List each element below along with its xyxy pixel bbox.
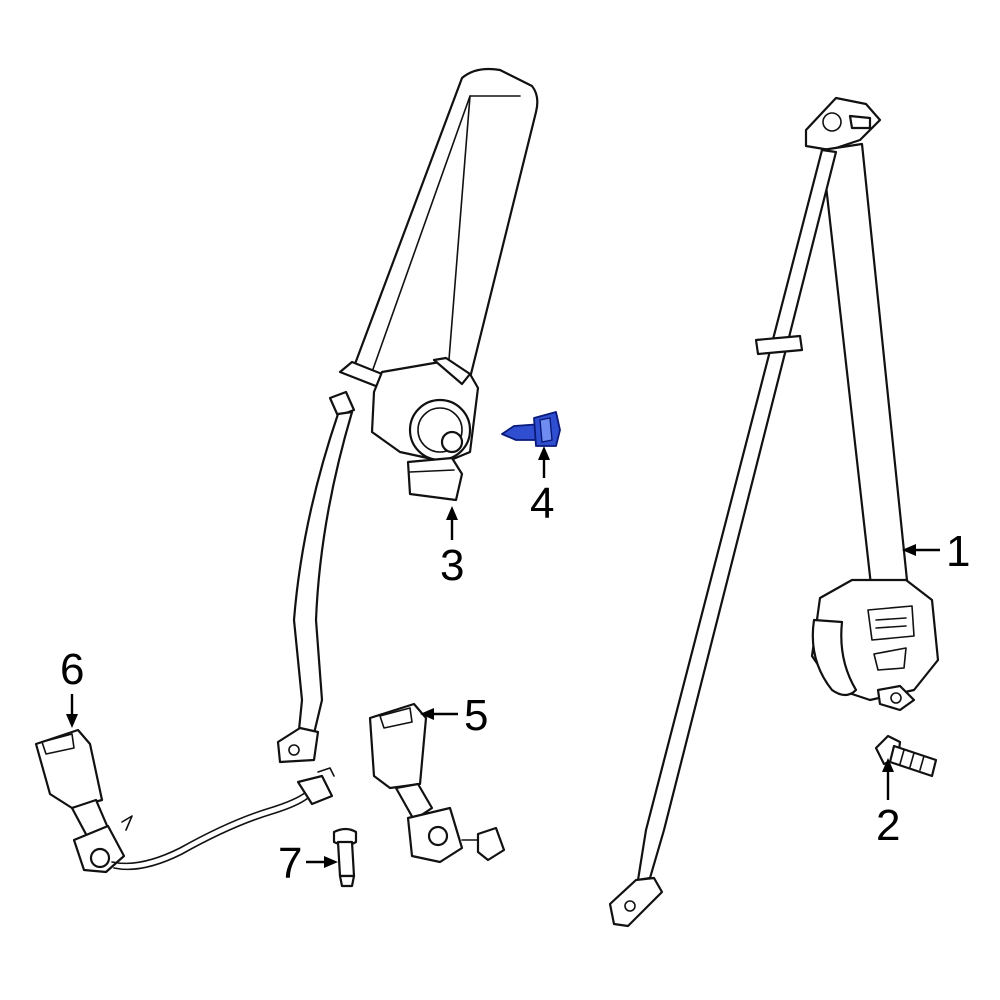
callout-6: 6: [60, 645, 84, 728]
callout-7: 7: [278, 839, 338, 888]
callout-5: 5: [420, 691, 488, 740]
callout-6-label: 6: [60, 645, 84, 694]
part-5-center-buckle[interactable]: [368, 702, 506, 864]
callout-1-label: 1: [946, 527, 970, 576]
callout-2: 2: [876, 758, 900, 850]
callout-2-label: 2: [876, 801, 900, 850]
callout-4: 4: [530, 446, 554, 528]
callout-4-label: 4: [530, 479, 554, 528]
part-4-bolt-highlighted[interactable]: [501, 411, 561, 447]
callout-1: 1: [902, 527, 970, 576]
part-2-retractor-bolt[interactable]: [874, 734, 938, 778]
part-3-center-belt-assembly[interactable]: [276, 67, 539, 764]
part-6-buckle-with-wire[interactable]: [34, 728, 335, 874]
callout-3-label: 3: [440, 541, 464, 590]
callout-7-label: 7: [278, 839, 302, 888]
part-7-pin-bolt[interactable]: [332, 827, 358, 888]
part-1-front-belt-assembly[interactable]: [608, 96, 940, 928]
callout-5-label: 5: [464, 691, 488, 740]
callout-3: 3: [440, 506, 464, 590]
